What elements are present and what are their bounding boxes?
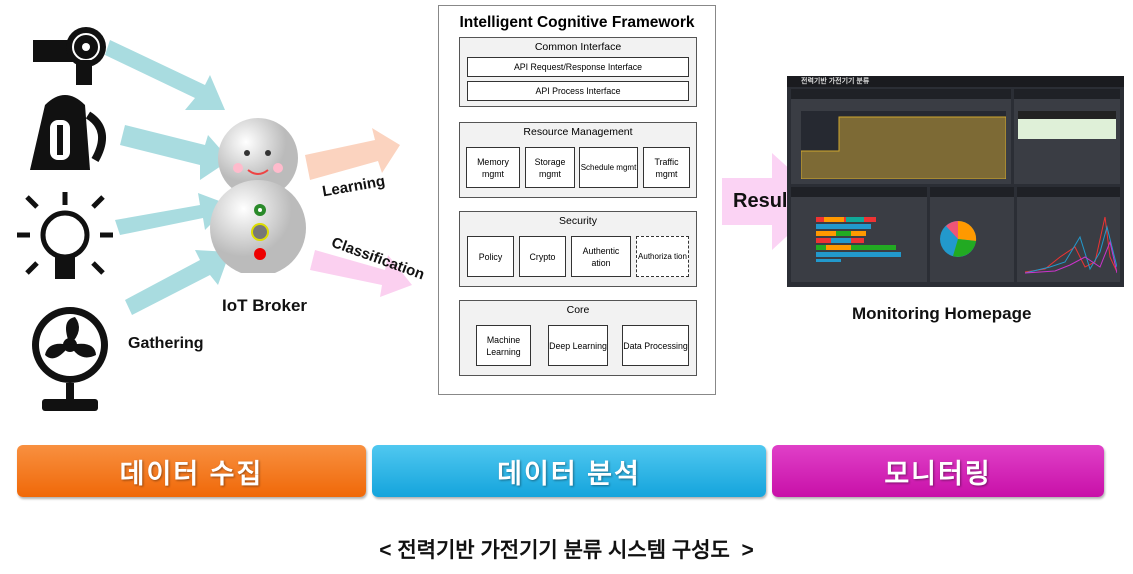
section-security: Security Policy Crypto Authentic ation A… bbox=[459, 211, 697, 287]
section-title: Core bbox=[566, 304, 590, 316]
power-usage-panel bbox=[791, 89, 1011, 184]
module-box: Authoriza tion bbox=[636, 236, 689, 277]
module-box: Schedule mgmt bbox=[579, 147, 638, 188]
stage-data-collection: 데이터 수집 bbox=[17, 445, 366, 497]
module-box: API Request/Response Interface bbox=[467, 57, 689, 77]
module-box: Authentic ation bbox=[571, 236, 631, 277]
module-box: Storage mgmt bbox=[525, 147, 575, 188]
section-title: Common Interface bbox=[534, 41, 622, 53]
section-core: Core Machine Learning Deep Learning Data… bbox=[459, 300, 697, 376]
pie-chart-panel bbox=[930, 187, 1014, 282]
result-label: Result bbox=[733, 190, 795, 212]
gathering-arrows bbox=[105, 40, 230, 315]
cognitive-framework: Intelligent Cognitive Framework Common I… bbox=[438, 5, 716, 395]
bar-chart-panel bbox=[791, 187, 927, 282]
module-box: Memory mgmt bbox=[466, 147, 520, 188]
section-title: Security bbox=[559, 215, 597, 227]
section-resource-management: Resource Management Memory mgmt Storage … bbox=[459, 122, 697, 198]
result-arrow bbox=[722, 153, 825, 250]
caption: < 전력기반 가전기기 분류 시스템 구성도 > bbox=[379, 539, 754, 562]
framework-title: Intelligent Cognitive Framework bbox=[459, 14, 695, 31]
analysis-arrows bbox=[305, 128, 412, 297]
module-box: Machine Learning bbox=[476, 325, 531, 366]
stage-data-analysis: 데이터 분석 bbox=[372, 445, 766, 497]
module-box: Data Processing bbox=[622, 325, 689, 366]
iot-broker-snowman-icon bbox=[210, 118, 306, 273]
section-title: Resource Management bbox=[523, 126, 633, 138]
devices-table-panel bbox=[1014, 89, 1120, 184]
hair-dryer-icon bbox=[33, 27, 106, 85]
light-bulb-icon bbox=[17, 192, 113, 279]
monitoring-dashboard-screenshot: 전력기반 가전기기 분류 bbox=[787, 76, 1124, 287]
dashboard-title: 전력기반 가전기기 분류 bbox=[787, 76, 1124, 87]
module-box: Policy bbox=[467, 236, 514, 277]
monitoring-label: Monitoring Homepage bbox=[852, 304, 1032, 323]
stage-monitoring: 모니터링 bbox=[772, 445, 1104, 497]
broker-label: IoT Broker bbox=[222, 296, 308, 315]
module-box: Crypto bbox=[519, 236, 566, 277]
gathering-label: Gathering bbox=[128, 335, 204, 352]
fan-icon bbox=[32, 307, 108, 411]
module-box: API Process Interface bbox=[467, 81, 689, 101]
section-common-interface: Common Interface API Request/Response In… bbox=[459, 37, 697, 107]
line-chart-panel bbox=[1017, 187, 1120, 282]
module-box: Deep Learning bbox=[548, 325, 608, 366]
module-box: Traffic mgmt bbox=[643, 147, 690, 188]
kettle-icon bbox=[30, 95, 106, 170]
